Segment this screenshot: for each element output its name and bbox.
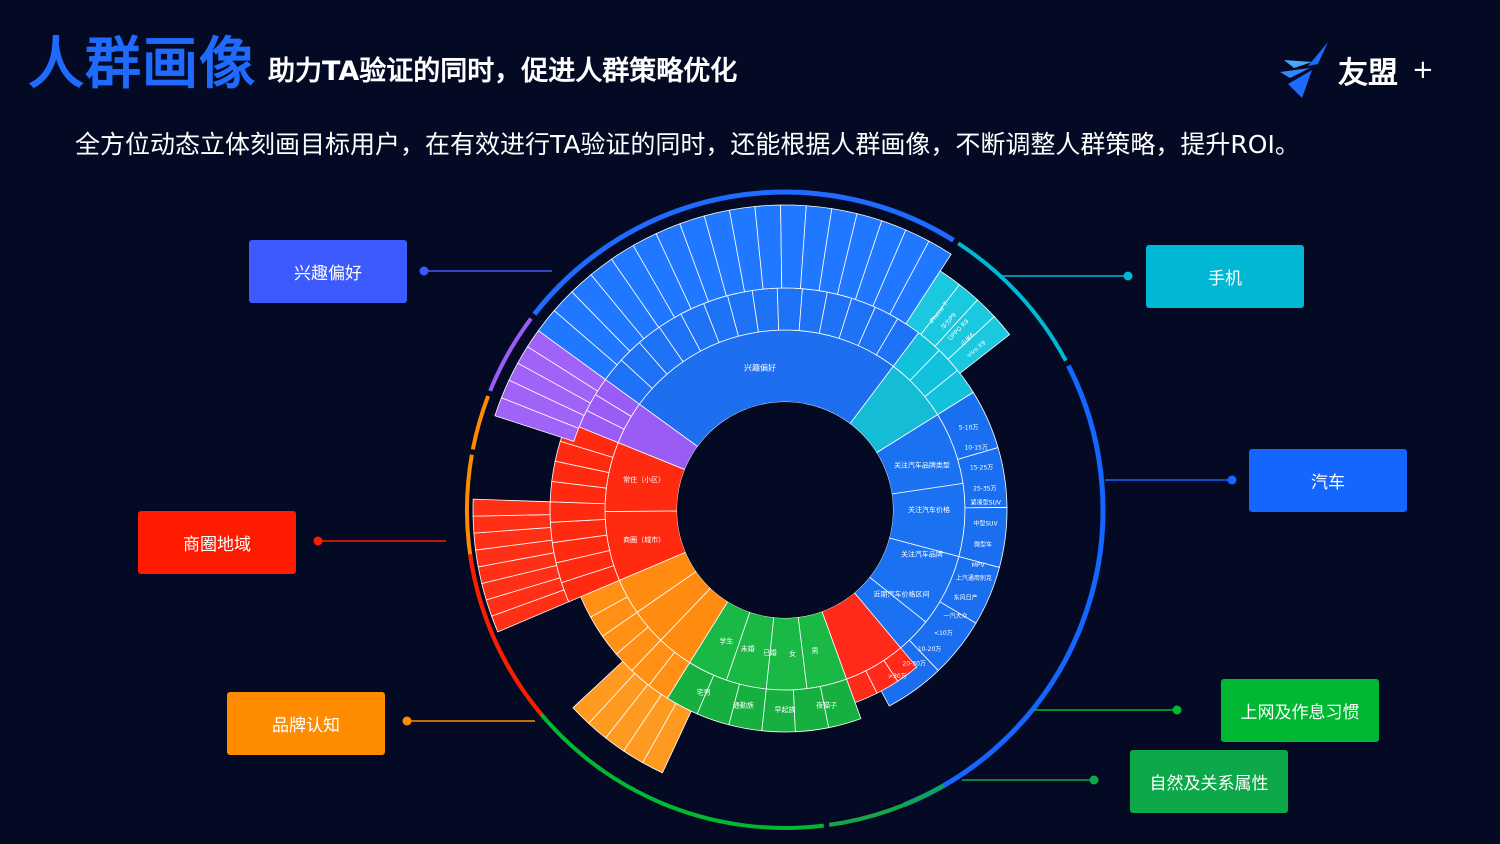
label-car-type-2: 微型车 <box>974 540 992 548</box>
connector-car-dot <box>1227 475 1237 485</box>
region-outer-7 <box>472 498 551 517</box>
main-title: 人群画像 <box>28 32 256 97</box>
outer-arc-interest <box>532 189 955 316</box>
outer-category-ring <box>465 189 1106 830</box>
label-nature-3: 未婚 <box>741 644 755 653</box>
connector-region-dot <box>313 536 323 546</box>
phone-outer-3 <box>947 315 1011 374</box>
label-car-price-0: 5-10万 <box>959 425 979 432</box>
label-habit-3: 宅男 <box>697 688 711 697</box>
label-car-range-0: <10万 <box>934 630 953 637</box>
sub-title: 助力TA验证的同时，促进人群策略优化 <box>268 56 738 87</box>
label-car-brand-2: 一汽大众 <box>943 612 967 620</box>
label-inner-region-2: 常住（小区） <box>623 475 665 484</box>
connector-phone-dot <box>1123 271 1133 281</box>
tag-car[interactable]: 汽车 <box>1249 449 1407 512</box>
outer-arc-habits <box>526 695 824 830</box>
label-car-brand-0: 上汽通用别克 <box>956 574 992 582</box>
outer-arc-region <box>468 553 543 716</box>
tag-interest[interactable]: 兴趣偏好 <box>249 240 407 303</box>
label-car-type-3: MPV <box>972 562 986 569</box>
outer-arc-purple <box>488 317 533 392</box>
label-car-price-2: 15-25万 <box>970 465 993 472</box>
outer-arc-car <box>903 364 1106 808</box>
connector-brand-dot <box>402 716 412 726</box>
label-car-type-0: 紧凑型SUV <box>971 498 1002 506</box>
label-car-price-1: 10-15万 <box>964 444 987 451</box>
header: 人群画像 助力TA验证的同时，促进人群策略优化 <box>28 28 737 98</box>
label-inner-car-3: 关注汽车品牌 <box>901 549 943 558</box>
tag-region[interactable]: 商圈地域 <box>138 511 296 574</box>
logo-plus: + <box>1412 55 1434 85</box>
label-car-brand-1: 东风日产 <box>954 594 978 602</box>
outer-arc-brand-2 <box>470 395 490 450</box>
label-car-type-1: 中型SUV <box>973 520 998 528</box>
tag-nature[interactable]: 自然及关系属性 <box>1130 750 1288 813</box>
label-car-price-3: 25-35万 <box>973 485 996 492</box>
tag-brand[interactable]: 品牌认知 <box>227 692 385 755</box>
brand-outer-4 <box>572 660 636 725</box>
label-inner-car-2: 关注汽车价格 <box>908 505 950 514</box>
connector-nature-dot <box>1089 775 1099 785</box>
label-car-range-3: >30万 <box>888 673 907 680</box>
label-nature-4: 学生 <box>719 637 733 646</box>
label-habit-2: 通勤族 <box>733 701 754 710</box>
tag-phone[interactable]: 手机 <box>1146 245 1304 308</box>
outer-arc-phone <box>957 241 1068 362</box>
tag-habits[interactable]: 上网及作息习惯 <box>1221 679 1379 742</box>
label-inner-interest: 兴趣偏好 <box>744 363 776 373</box>
logo-name: 友盟 <box>1338 56 1398 91</box>
label-car-range-2: 20-30万 <box>902 660 925 667</box>
interest-mid-8 <box>776 287 803 331</box>
outer-arc-nature <box>828 783 945 827</box>
label-nature-0: 男 <box>811 647 818 655</box>
label-nature-2: 已婚 <box>763 648 777 657</box>
label-inner-region-1: 商圈（城市） <box>623 535 665 544</box>
connector-habits-dot <box>1172 705 1182 715</box>
sunburst-center <box>677 402 893 618</box>
purple-outer-4 <box>526 330 606 392</box>
connector-interest-dot <box>419 266 429 276</box>
label-habit-0: 夜猫子 <box>816 701 837 710</box>
label-car-range-1: 10-20万 <box>918 646 941 653</box>
label-inner-car-1: 关注汽车品牌类型 <box>894 461 950 470</box>
bird-logo-icon <box>1280 42 1328 98</box>
description: 全方位动态立体刻画目标用户，在有效进行TA验证的同时，还能根据人群画像，不断调整… <box>75 130 1300 159</box>
label-nature-1: 女 <box>789 649 796 658</box>
region-mid-4 <box>549 501 606 523</box>
label-inner-car-4: 近期汽车价格区间 <box>873 590 929 599</box>
connector-lines <box>313 266 1237 785</box>
label-habit-1: 早起族 <box>775 705 796 714</box>
logo[interactable]: 友盟 + <box>1278 40 1434 100</box>
